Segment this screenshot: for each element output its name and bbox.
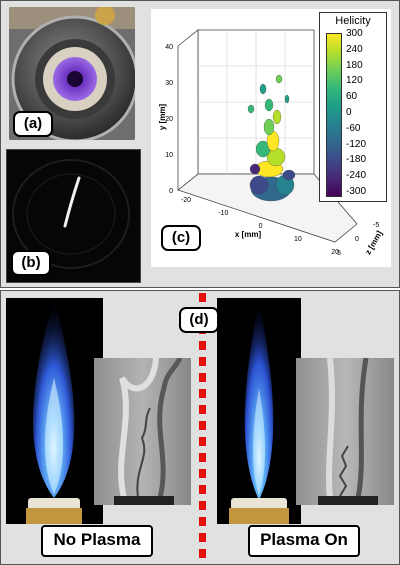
label-plasma-on: Plasma On (248, 525, 360, 557)
colorbar-title: Helicity (335, 15, 371, 27)
isosurface-blob (249, 163, 261, 175)
isosurface-blob (264, 98, 274, 112)
panel-label-b: (b) (11, 250, 51, 276)
y-tick-label: 30 (165, 80, 173, 87)
burner-photo: (a) (9, 7, 135, 140)
red-dashed-divider (199, 293, 206, 565)
isosurface-blob (272, 109, 282, 125)
colorbar-tick-label: 120 (346, 75, 363, 87)
isosurface-blob (263, 118, 275, 136)
colorbar-tick-label: -120 (346, 138, 367, 150)
y-tick-label: 20 (165, 116, 173, 123)
x-axis-label: x [mm] (235, 230, 262, 239)
schlieren-image-no-plasma (94, 358, 191, 505)
z-axis-label: z [mm] (363, 229, 384, 256)
colorbar-tick-label: 60 (346, 91, 358, 103)
x-tick-label: 20 (331, 249, 339, 256)
schlieren-image-plasma-on (296, 358, 394, 505)
y-axis-label: y [mm] (158, 104, 167, 131)
colorbar-tick-label: -300 (346, 186, 367, 197)
colorbar-tick-label: -180 (346, 154, 367, 166)
z-tick-label: -5 (373, 222, 379, 229)
z-tick-label: 5 (337, 250, 341, 257)
panel-label-c: (c) (161, 225, 201, 251)
panel-label-a: (a) (13, 111, 53, 137)
colorbar-tick-label: 240 (346, 43, 363, 55)
colorbar-box: Helicity 300 240 180 120 60 0 -60 -120 -180 -240 -… (319, 12, 387, 202)
flame-photo-plasma-on (217, 298, 301, 524)
flame-photo-no-plasma (6, 298, 103, 524)
colorbar-gradient (326, 33, 342, 197)
isosurface-blob (247, 104, 255, 114)
label-no-plasma: No Plasma (41, 525, 153, 557)
plasma-photo: (b) (6, 149, 141, 283)
colorbar-tick-label: -60 (346, 122, 361, 134)
isosurface-blob (259, 83, 267, 95)
colorbar-tick-label: 180 (346, 59, 363, 71)
z-tick-label: 0 (355, 236, 359, 243)
isosurface-blob (284, 94, 290, 104)
helicity-3d-plot: y [mm] x [mm] z [mm] 40 30 20 10 0 -20 -10 0 10 2… (151, 9, 391, 267)
isosurface-blob (282, 169, 296, 181)
isosurface-blob (275, 74, 283, 84)
isosurface-blob (249, 175, 269, 195)
panel-label-d: (d) (179, 307, 219, 333)
colorbar-tick-label: 0 (346, 107, 352, 118)
x-tick-label: -10 (218, 210, 228, 217)
colorbar-tick-label: -240 (346, 170, 367, 182)
x-tick-label: 0 (259, 223, 263, 230)
x-tick-label: -20 (181, 197, 191, 204)
y-tick-label: 10 (165, 152, 173, 159)
y-tick-label: 40 (165, 44, 173, 51)
y-tick-label: 0 (169, 188, 173, 195)
bottom-figure-section: (d) (0, 290, 400, 565)
top-figure-section: (a) (b) y [mm] x [mm] z [mm] 40 30 20 10 0 -2… (0, 0, 400, 288)
colorbar-tick-label: 300 (346, 28, 363, 39)
x-tick-label: 10 (294, 236, 302, 243)
